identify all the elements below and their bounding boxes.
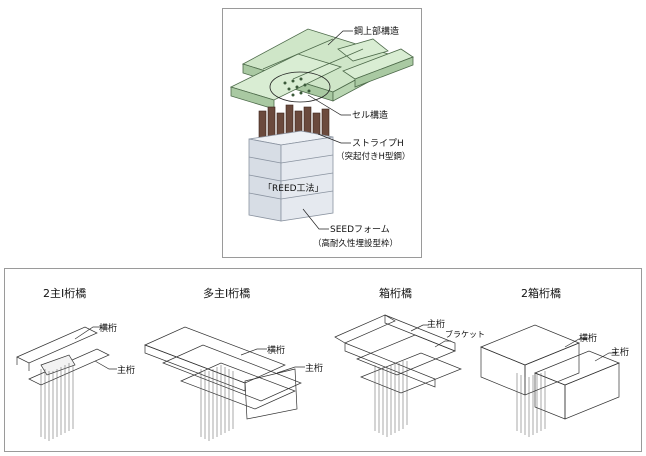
- label-main-girder-2: 主桁: [305, 362, 323, 374]
- title-two-box-girder: 2箱桁橋: [521, 286, 561, 300]
- stripe-h-steel-shape: [258, 104, 330, 144]
- multi-i-girder-drawing: [144, 326, 305, 441]
- label-stripe-h: ストライプH: [352, 138, 404, 149]
- title-multi-i-girder: 多主I桁橋: [203, 286, 250, 300]
- label-steel-superstructure: 鋼上部構造: [354, 25, 399, 37]
- label-main-girder-1: 主桁: [117, 364, 135, 376]
- title-box-girder: 箱桁橋: [379, 286, 412, 300]
- label-cross-girder-2: 横桁: [267, 344, 285, 356]
- two-box-girder-drawing: [480, 324, 620, 437]
- label-reed-method: 「REED工法」: [263, 182, 324, 194]
- label-seed-form: SEEDフォーム: [330, 224, 390, 235]
- two-i-girder-drawing: [16, 326, 117, 441]
- label-cross-girder-4: 横桁: [579, 332, 597, 344]
- box-girder-drawing: [334, 314, 462, 437]
- bridge-types-panel: 2主I桁橋 多主I桁橋 箱桁橋 2箱桁橋 横桁 主桁: [4, 268, 642, 452]
- label-bracket-3: ブラケット: [445, 329, 485, 339]
- connection-highlight: [269, 71, 331, 103]
- label-cross-girder-1: 横桁: [99, 322, 117, 334]
- label-stripe-h-sub: （突起付きH型鋼）: [336, 151, 410, 162]
- label-cell-structure: セル構造: [352, 109, 388, 121]
- title-two-i-girder: 2主I桁橋: [43, 286, 86, 300]
- bridge-types-drawing: 2主I桁橋 多主I桁橋 箱桁橋 2箱桁橋 横桁 主桁: [16, 286, 629, 441]
- steel-superstructure-shape: [229, 28, 414, 110]
- label-main-girder-4: 主桁: [611, 346, 629, 358]
- label-main-girder-3: 主桁: [427, 318, 445, 330]
- reed-method-drawing: 鋼上部構造 セル構造 ストライプH （突起付きH型鋼） 「REED工法」 SEE…: [229, 25, 414, 249]
- reed-method-illustration: 鋼上部構造 セル構造 ストライプH （突起付きH型鋼） 「REED工法」 SEE…: [222, 8, 422, 258]
- seed-form-pier-shape: [248, 130, 334, 222]
- bolt-pattern: [283, 77, 311, 97]
- label-seed-form-sub: （高耐久性埋設型枠）: [313, 238, 398, 249]
- leader-lines: [302, 30, 353, 230]
